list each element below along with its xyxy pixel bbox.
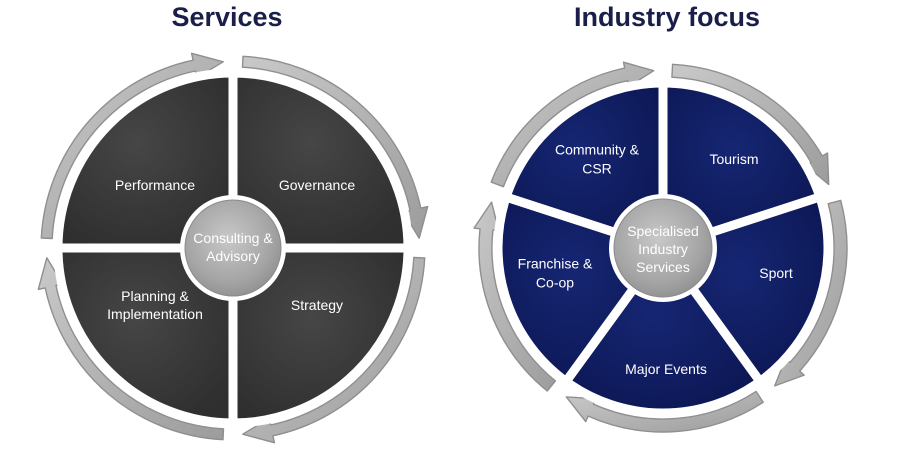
industry-label-community: Community & CSR	[555, 142, 640, 177]
industry-hub-label-line: Industry	[638, 241, 688, 257]
industry-label-major-events-line: Major Events	[625, 361, 707, 377]
industry-label-community-line: Community &	[555, 142, 640, 158]
services-hub-label-line: Advisory	[206, 248, 260, 264]
services-segment-performance	[53, 68, 238, 253]
services-hub-label-line: Consulting &	[193, 230, 273, 246]
services-label-planning-line: Implementation	[107, 306, 203, 322]
services-label-performance: Performance	[115, 177, 195, 193]
services-label-governance-line: Governance	[279, 177, 355, 193]
industry-label-sport: Sport	[759, 265, 793, 281]
services-hub	[184, 199, 282, 297]
services-label-planning-line: Planning &	[121, 288, 189, 304]
industry-cycle-arrow	[490, 61, 655, 188]
industry-label-franchise-line: Co-op	[536, 275, 574, 291]
industry-segment-major-events	[559, 240, 767, 418]
industry-hub	[613, 198, 713, 298]
industry-label-tourism: Tourism	[709, 151, 758, 167]
industry-focus-title: Industry focus	[573, 2, 761, 32]
industry-label-tourism-line: Tourism	[709, 151, 758, 167]
industry-label-franchise-line: Franchise &	[518, 256, 593, 272]
services-segment-planning	[53, 243, 238, 428]
industry-segment-community	[500, 78, 668, 255]
industry-cycle-arrow	[774, 199, 848, 387]
industry-cycle-arrow	[473, 201, 557, 392]
industry-hub-label-line: Specialised	[627, 223, 699, 239]
services-label-governance: Governance	[279, 177, 355, 193]
industry-label-major-events: Major Events	[625, 361, 707, 377]
industry-cycle-arrow	[671, 63, 830, 186]
industry-diagram	[473, 61, 848, 433]
services-hub-label: Consulting & Advisory	[193, 230, 273, 264]
services-segment-governance	[228, 68, 413, 253]
services-label-strategy-line: Strategy	[291, 297, 343, 313]
industry-cycle-arrow	[565, 390, 764, 433]
services-label-performance-line: Performance	[115, 177, 195, 193]
industry-hub-label-line: Services	[636, 259, 690, 275]
services-diagram	[37, 52, 429, 444]
services-title: Services	[171, 2, 283, 32]
industry-label-community-line: CSR	[582, 161, 612, 177]
services-label-strategy: Strategy	[291, 297, 343, 313]
industry-label-sport-line: Sport	[759, 265, 793, 281]
services-segment-strategy	[228, 243, 413, 428]
industry-label-franchise: Franchise & Co-op	[518, 256, 593, 291]
services-label-planning: Planning & Implementation	[107, 288, 203, 322]
